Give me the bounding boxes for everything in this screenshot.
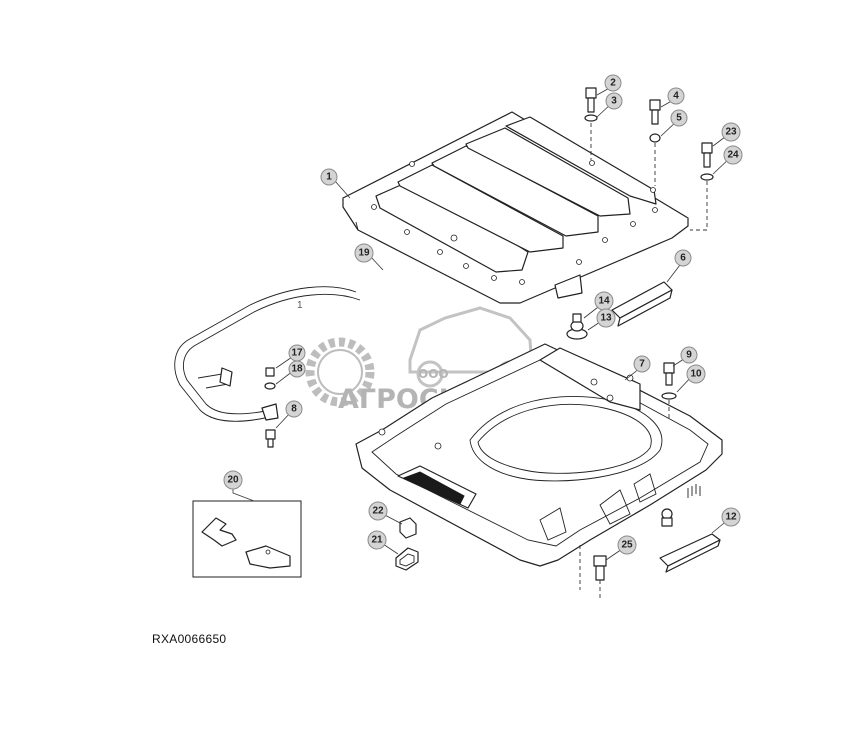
callout-22: 22	[368, 501, 388, 521]
bolt-2	[584, 87, 598, 160]
callout-2: 2	[604, 74, 622, 92]
svg-text:4: 4	[673, 91, 679, 102]
svg-text:19: 19	[358, 248, 370, 259]
handrail: 1	[174, 286, 361, 422]
svg-text:10: 10	[690, 369, 702, 380]
seal-strip	[611, 281, 673, 327]
callout-21: 21	[367, 530, 387, 550]
figure-id: RXA0066650	[152, 632, 227, 646]
callout-5: 5	[670, 109, 688, 127]
plate-12	[659, 533, 721, 573]
roof-panel	[342, 111, 689, 304]
clip-fasteners	[661, 484, 701, 527]
grommet-13-14	[566, 313, 588, 340]
callout-9: 9	[680, 346, 698, 364]
callout-4: 4	[667, 87, 685, 105]
svg-text:2: 2	[610, 78, 616, 89]
callout-24: 24	[723, 145, 743, 165]
callout-19: 19	[354, 243, 374, 263]
callout-1: 1	[320, 168, 338, 186]
latch-25	[579, 545, 607, 600]
callout-18: 18	[288, 360, 306, 378]
bolt-23	[690, 142, 714, 231]
callout-12: 12	[721, 507, 741, 527]
svg-text:5: 5	[676, 113, 682, 124]
watermark-prefix: ООО	[418, 367, 449, 381]
cab-top-frame	[355, 343, 723, 567]
bolt-4	[649, 99, 661, 186]
svg-text:14: 14	[598, 296, 610, 307]
svg-text:12: 12	[725, 512, 737, 523]
svg-text:21: 21	[371, 535, 383, 546]
svg-text:17: 17	[291, 348, 303, 359]
callout-14: 14	[594, 291, 614, 311]
handrail-label: 1	[297, 300, 303, 311]
svg-text:9: 9	[686, 350, 692, 361]
svg-text:22: 22	[372, 506, 384, 517]
svg-text:3: 3	[611, 96, 617, 107]
callout-23: 23	[721, 122, 741, 142]
callout-25: 25	[617, 535, 637, 555]
callout-17: 17	[288, 344, 306, 362]
callout-3: 3	[605, 92, 623, 110]
svg-text:18: 18	[291, 364, 303, 375]
svg-text:1: 1	[326, 172, 332, 183]
svg-text:8: 8	[291, 404, 297, 415]
block-22	[399, 517, 417, 539]
svg-text:20: 20	[227, 475, 239, 486]
svg-text:7: 7	[639, 359, 645, 370]
handrail-fasteners	[264, 367, 276, 448]
svg-text:13: 13	[600, 313, 612, 324]
callout-8: 8	[285, 400, 303, 418]
bolt-9	[661, 362, 677, 420]
svg-text:23: 23	[725, 127, 737, 138]
callout-13: 13	[596, 308, 616, 328]
svg-text:24: 24	[727, 150, 739, 161]
svg-text:25: 25	[621, 540, 633, 551]
callout-10: 10	[686, 364, 706, 384]
pad-21	[395, 547, 419, 571]
svg-text:6: 6	[680, 253, 686, 264]
inset-box	[192, 500, 302, 578]
callout-6: 6	[674, 249, 692, 267]
callout-7: 7	[633, 355, 651, 373]
callout-20: 20	[223, 470, 243, 490]
